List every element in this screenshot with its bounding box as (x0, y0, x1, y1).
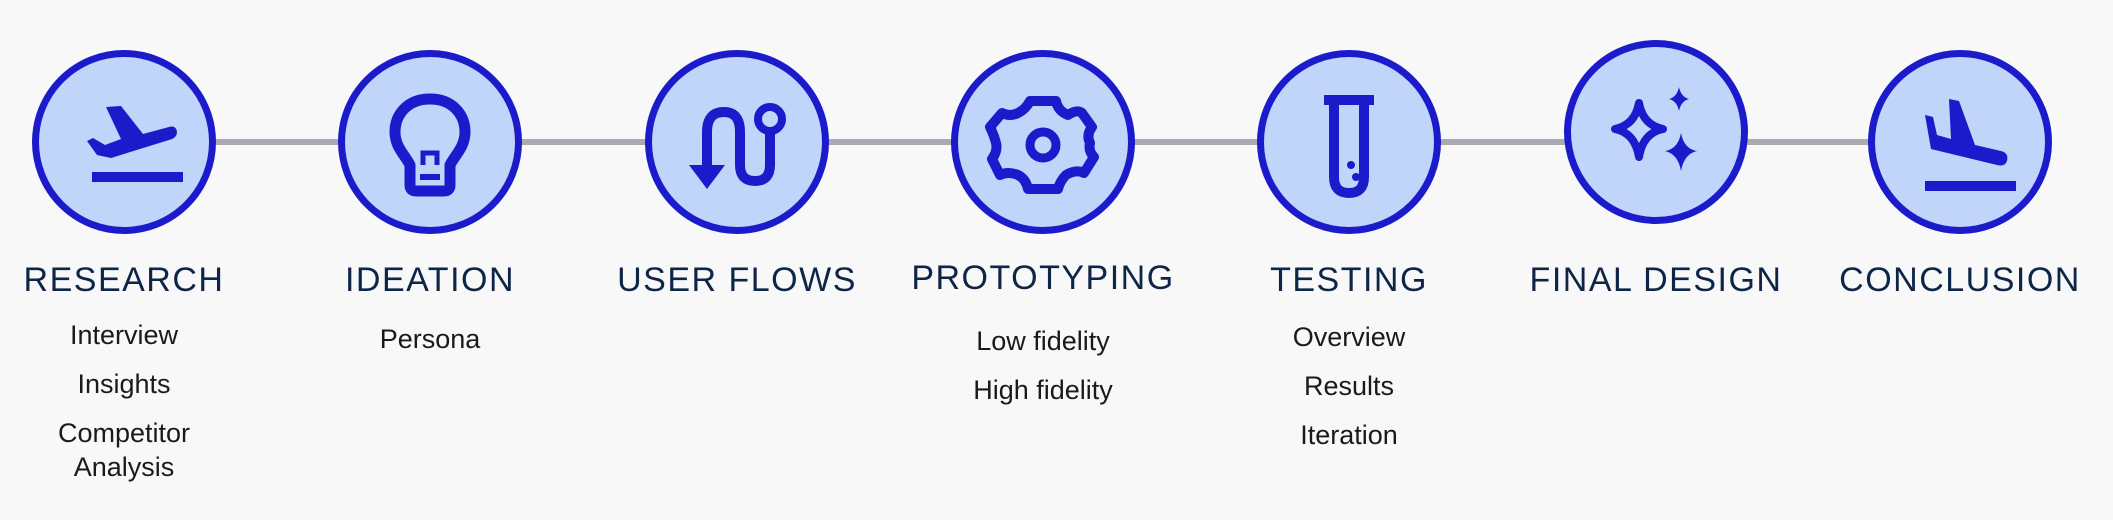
sparkles-icon (1611, 87, 1697, 171)
step-prototyping-circle (951, 50, 1135, 234)
step-ideation-item: Persona (379, 324, 481, 354)
step-final-design-circle (1564, 40, 1748, 224)
lightbulb-icon (389, 93, 471, 197)
step-research-item: Insights (77, 369, 171, 399)
step-user-flows-title: USER FLOWS (617, 261, 857, 299)
step-ideation-items: Persona (280, 322, 580, 371)
airplane-landing-icon (1925, 99, 2016, 191)
step-conclusion-circle (1868, 50, 2052, 234)
step-prototyping-item: Low fidelity (976, 326, 1110, 356)
gear-icon (985, 96, 1099, 194)
step-testing-item: Iteration (1300, 420, 1398, 450)
step-final-design-title: FINAL DESIGN (1529, 261, 1783, 299)
step-research-items: Interview Insights Competitor Analysis (0, 318, 274, 484)
step-ideation-circle (338, 50, 522, 234)
flow-route-icon (689, 103, 786, 189)
step-ideation-title: IDEATION (344, 261, 516, 299)
step-research-title: RESEARCH (23, 261, 225, 299)
test-tube-icon (1324, 95, 1374, 199)
step-testing-circle (1257, 50, 1441, 234)
step-conclusion-title: CONCLUSION (1839, 261, 2081, 299)
step-research-item: Competitor Analysis (57, 418, 191, 482)
step-testing-item: Results (1303, 371, 1395, 401)
step-research-item: Interview (69, 320, 179, 350)
step-testing-items: Overview Results Iteration (1199, 320, 1499, 467)
step-testing-item: Overview (1292, 322, 1406, 352)
step-user-flows-circle (645, 50, 829, 234)
step-prototyping-title: PROTOTYPING (911, 259, 1175, 297)
step-prototyping-item: High fidelity (973, 375, 1113, 405)
airplane-takeoff-icon (87, 106, 183, 182)
step-testing-title: TESTING (1270, 261, 1428, 299)
step-prototyping-items: Low fidelity High fidelity (893, 324, 1193, 422)
step-research-circle (32, 50, 216, 234)
